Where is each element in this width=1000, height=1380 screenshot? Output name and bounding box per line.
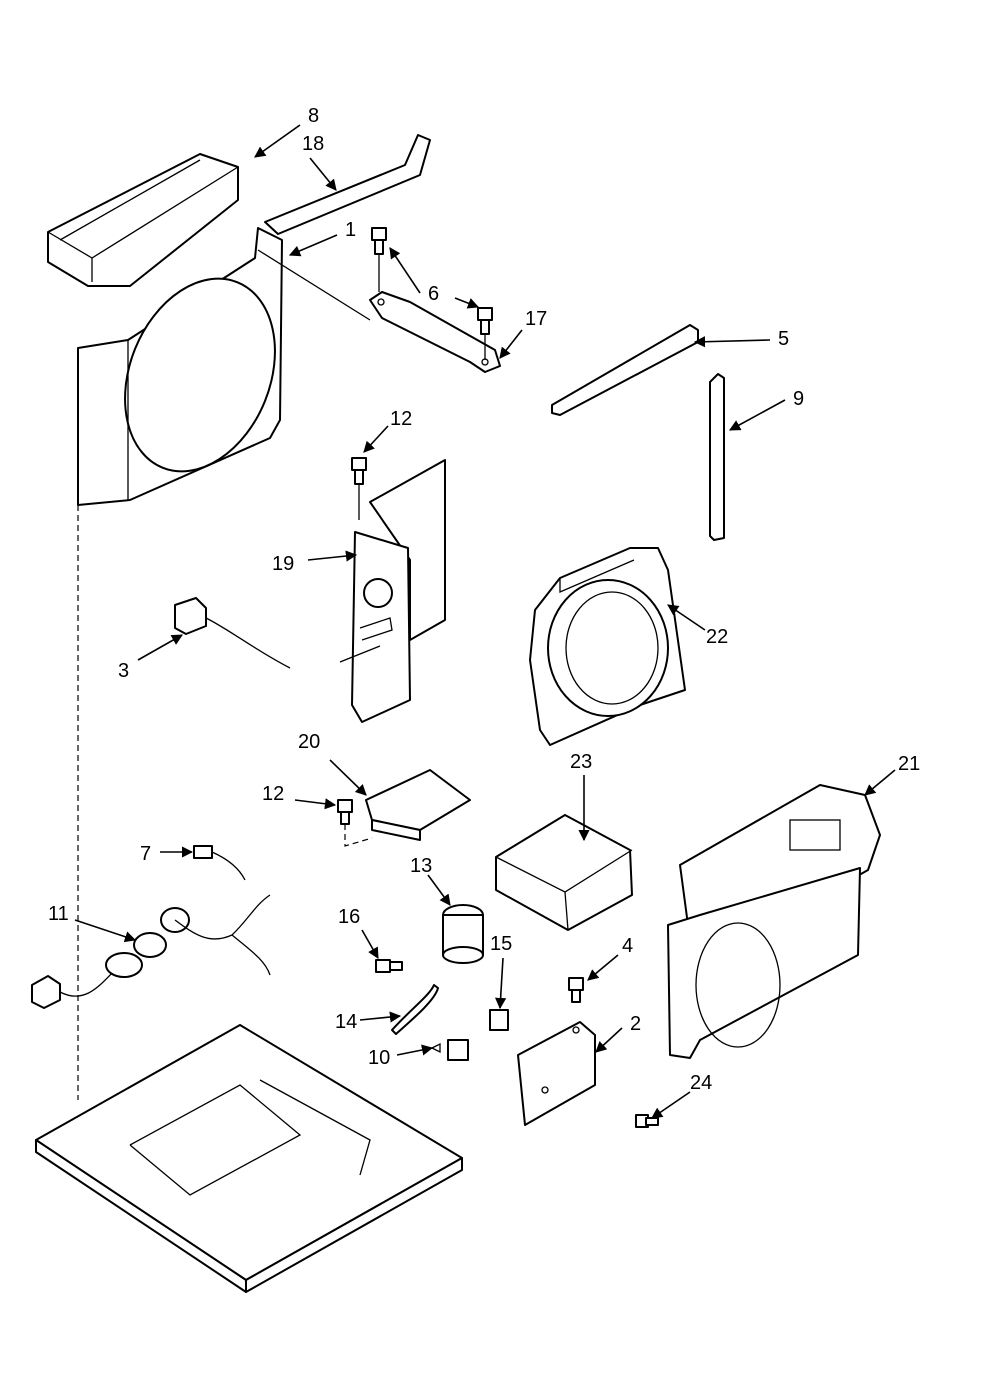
callout-21: 21 [898, 753, 920, 775]
callout-8: 8 [308, 105, 319, 127]
callout-10: 10 [368, 1047, 390, 1069]
callout-12-lower: 12 [262, 783, 284, 805]
callout-2: 2 [630, 1013, 641, 1035]
callout-15: 15 [490, 933, 512, 955]
part-21-front-grille [667, 784, 881, 1059]
part-15-clip [489, 1009, 509, 1031]
part-24-screw [635, 1114, 659, 1128]
callout-13: 13 [410, 855, 432, 877]
callout-5: 5 [778, 328, 789, 350]
part-22-scroll-housing [529, 547, 686, 746]
callout-16: 16 [338, 906, 360, 928]
part-23-control-box [495, 814, 633, 931]
part-6-screw-b [477, 307, 493, 360]
part-5-bar [551, 324, 699, 416]
part-10-switch [431, 1039, 469, 1061]
callout-9: 9 [793, 388, 804, 410]
callout-1: 1 [345, 219, 356, 241]
part-2-bracket [517, 1021, 596, 1126]
part-12-screw-upper [351, 457, 367, 520]
part-8-top-channel [47, 153, 239, 287]
callout-20: 20 [298, 731, 320, 753]
callout-11: 11 [48, 903, 69, 925]
callout-3: 3 [118, 660, 129, 682]
callout-23: 23 [570, 751, 592, 773]
part-6-screw-a [371, 227, 387, 292]
callout-18: 18 [302, 133, 324, 155]
callout-4: 4 [622, 935, 633, 957]
part-7-grommet [193, 845, 246, 881]
callout-12-upper: 12 [390, 408, 412, 430]
leader-arrows [74, 124, 896, 1119]
callout-17: 17 [525, 308, 547, 330]
part-1-shroud [77, 227, 371, 506]
callout-22: 22 [706, 626, 728, 648]
callout-24: 24 [690, 1072, 712, 1094]
callout-19: 19 [272, 553, 294, 575]
callout-6: 6 [428, 283, 439, 305]
callout-14: 14 [335, 1011, 357, 1033]
base-pan [35, 1024, 463, 1293]
part-19-panel [339, 459, 446, 723]
part-16-screw [375, 959, 403, 973]
part-14-tube [391, 984, 439, 1035]
part-18-gasket-strip [264, 134, 431, 235]
part-9-strip [709, 373, 725, 541]
part-3-switch [174, 597, 291, 669]
part-4-screw [568, 977, 584, 1003]
part-13-capacitor [442, 904, 484, 964]
part-11-power-cord [31, 894, 271, 1009]
callout-7: 7 [140, 843, 151, 865]
part-12-screw-lower [337, 799, 373, 847]
part-20-plate [365, 769, 471, 841]
